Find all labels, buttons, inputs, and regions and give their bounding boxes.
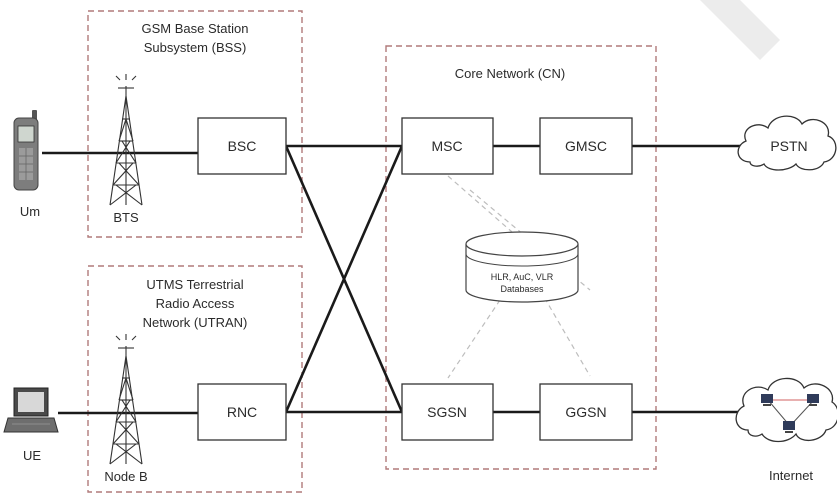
ue-label: UE — [23, 448, 41, 463]
laptop-icon — [3, 387, 59, 433]
db-gmsc-link — [539, 289, 591, 377]
watermark-shape — [700, 0, 780, 60]
pstn-cloud-icon — [737, 115, 837, 171]
rnc-label: RNC — [227, 404, 257, 420]
utran-title-line2: Radio Access — [156, 296, 235, 311]
database-cylinder-icon — [465, 231, 579, 303]
internet-cloud-icon — [735, 377, 837, 443]
bts-label: BTS — [113, 210, 139, 225]
bss-title-line2: Subsystem (BSS) — [144, 40, 247, 55]
utran-title-line3: Network (UTRAN) — [143, 315, 248, 330]
msc-db-link — [447, 175, 513, 233]
ggsn-label: GGSN — [565, 404, 606, 420]
node-b-label: Node B — [104, 469, 147, 484]
bsc-box — [197, 117, 287, 175]
ggsn-box — [539, 383, 633, 441]
internet-label: Internet — [769, 468, 813, 483]
sgsn-label: SGSN — [427, 404, 467, 420]
gmsc-label: GMSC — [565, 138, 607, 154]
sgsn-box — [401, 383, 494, 441]
database-label-line2: Databases — [500, 284, 544, 294]
msc-box — [401, 117, 494, 175]
core-network-title: Core Network (CN) — [455, 66, 566, 81]
rnc-msc-link — [284, 145, 404, 413]
gmsc-box — [539, 117, 633, 175]
pstn-label: PSTN — [770, 138, 807, 154]
msc-label: MSC — [431, 138, 462, 154]
um-label: Um — [20, 204, 40, 219]
node-b-tower-icon — [109, 334, 143, 465]
utran-title-line1: UTMS Terrestrial — [146, 277, 243, 292]
rnc-box — [197, 383, 287, 441]
database-label-line1: HLR, AuC, VLR — [491, 272, 554, 282]
db-sgsn-link — [447, 299, 501, 379]
core-network-region — [385, 45, 657, 470]
bts-tower-icon — [109, 74, 143, 206]
bsc-label: BSC — [228, 138, 257, 154]
mobile-phone-icon — [13, 110, 39, 191]
bss-title-line1: GSM Base Station — [142, 21, 249, 36]
